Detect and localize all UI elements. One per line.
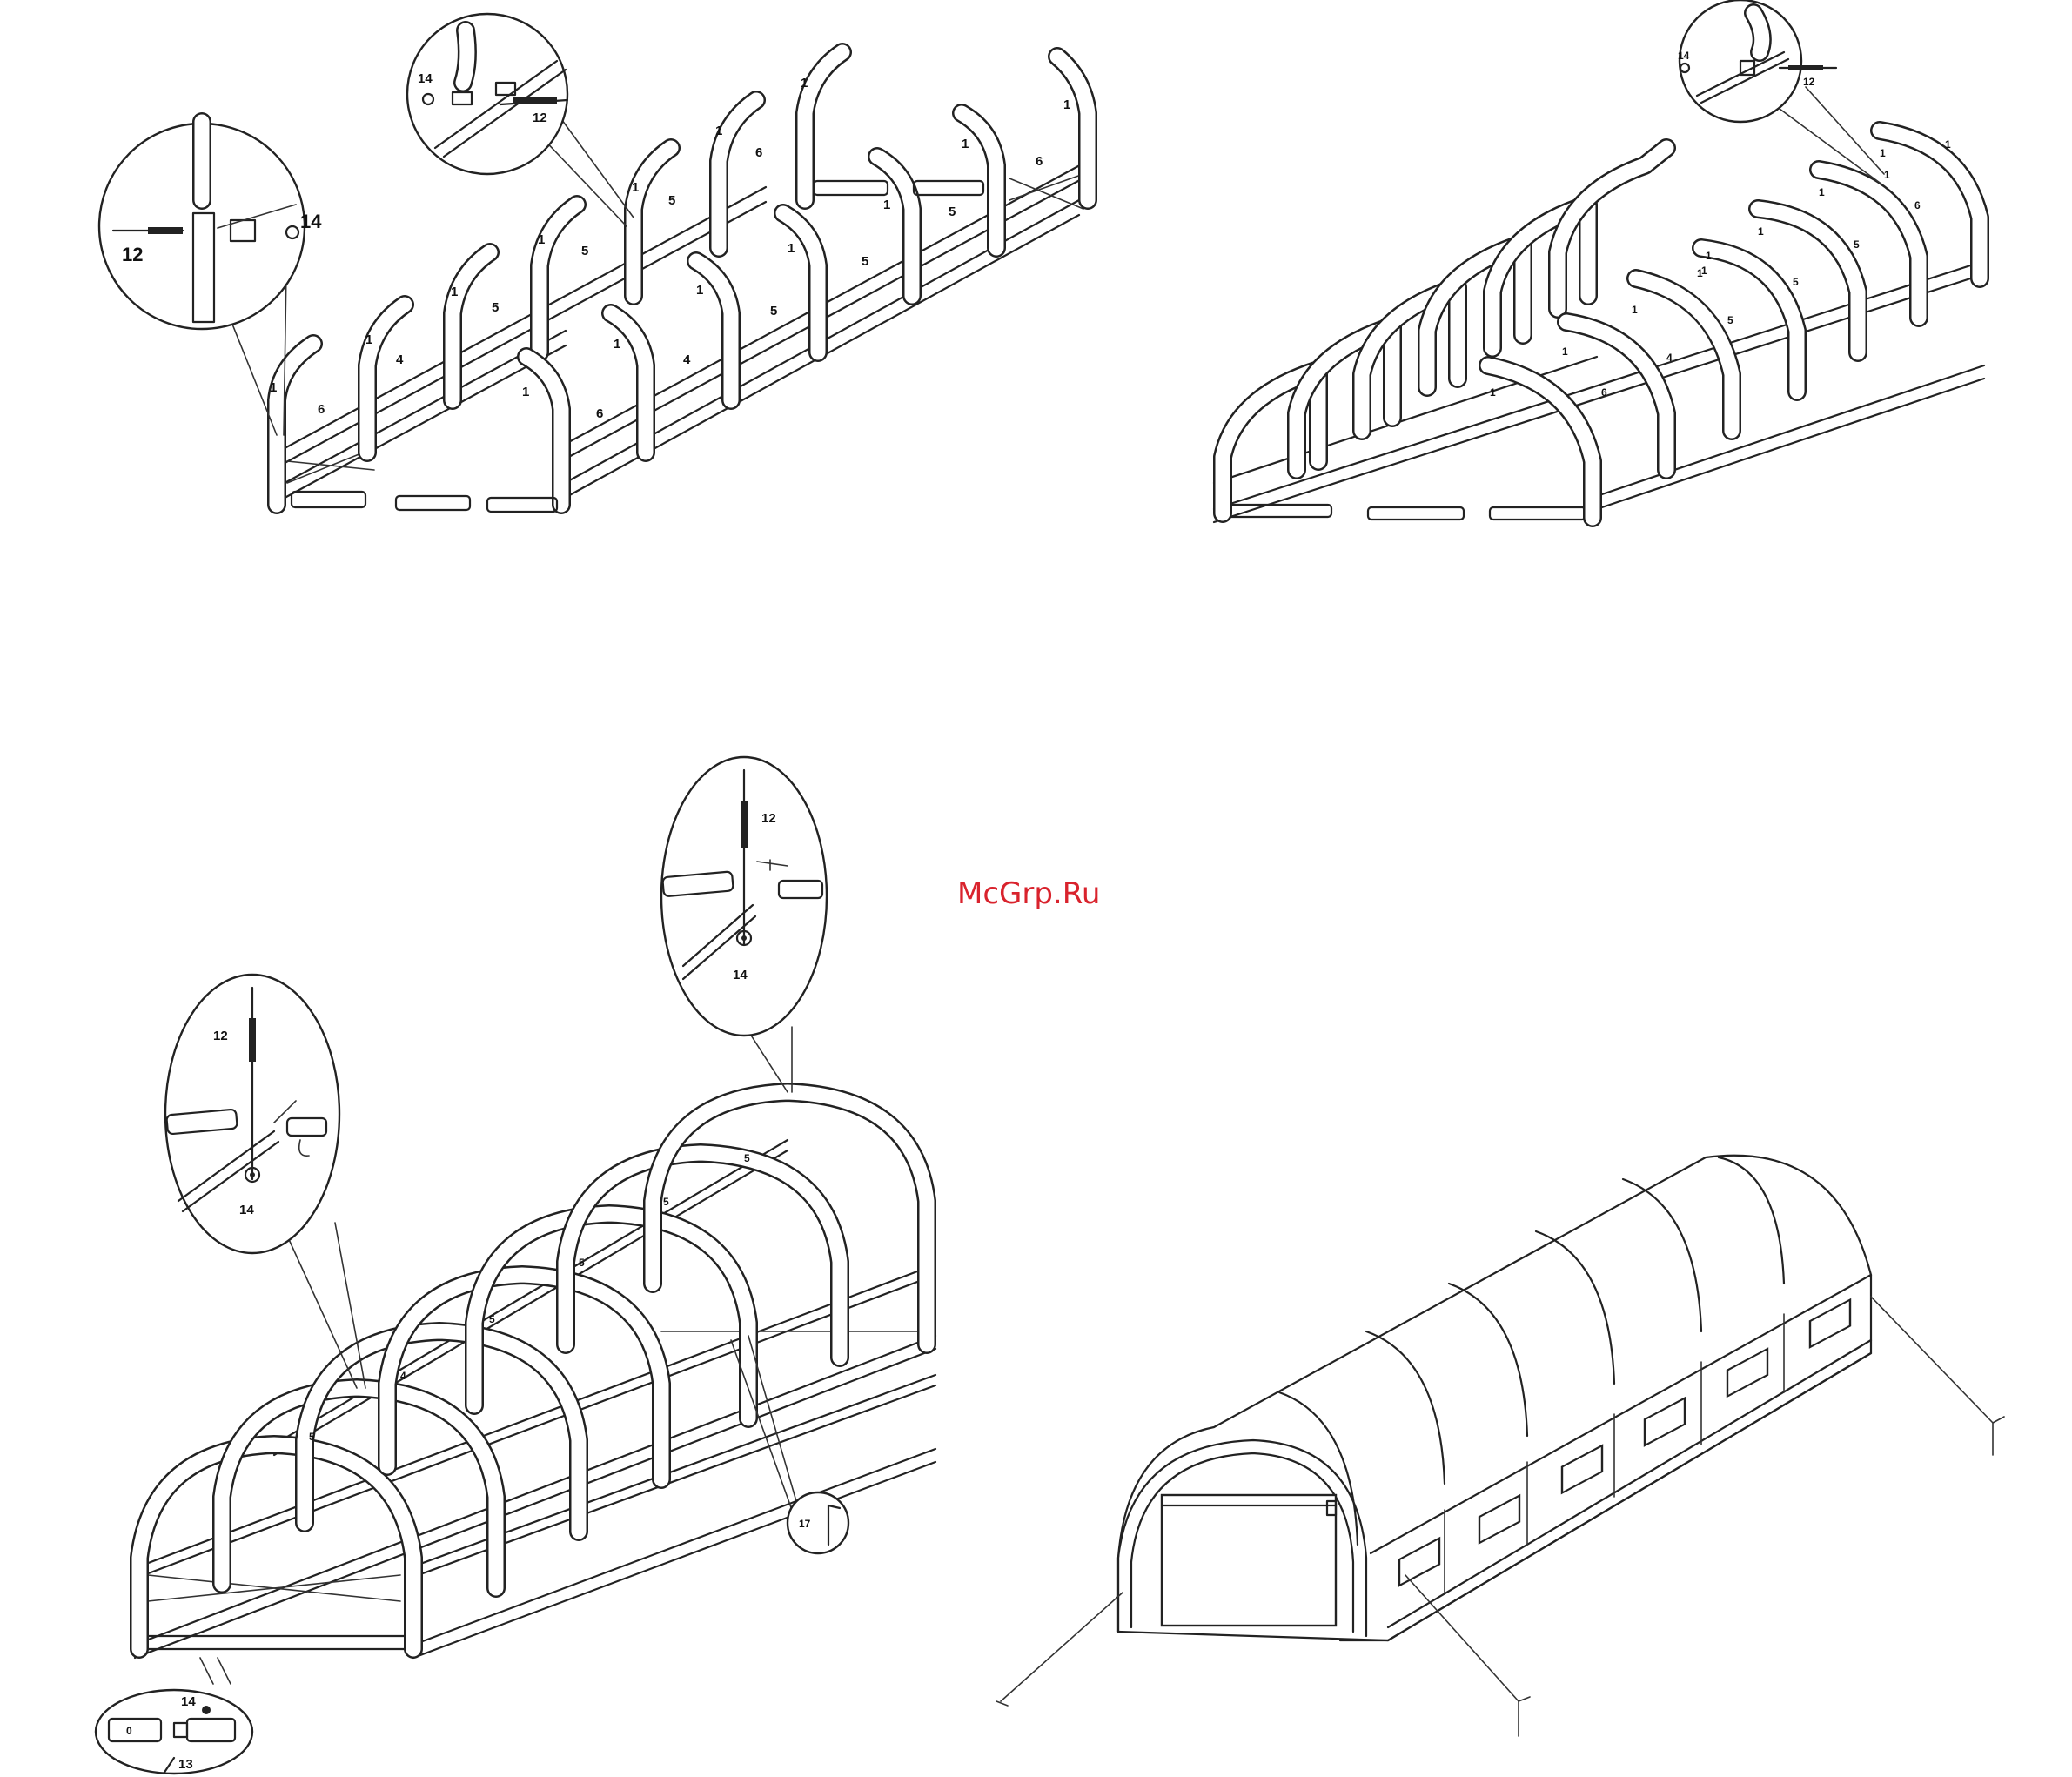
- part-label: 1: [883, 198, 890, 212]
- part-label: 1: [1632, 304, 1638, 316]
- part-label: 6: [318, 402, 325, 417]
- watermark-text: McGrp.Ru: [957, 876, 1100, 911]
- part-label: 1: [1819, 186, 1825, 198]
- callout-nut-label: 14: [733, 968, 748, 982]
- arch-label: 5: [663, 1196, 669, 1208]
- part-label: 1: [270, 380, 277, 395]
- step2-arch-frame: 1 6 1 4 1 5 1 5 1 5 1 6 1 1 1 1 1: [1214, 0, 1984, 522]
- callout-nut-label: 14: [181, 1694, 196, 1709]
- part-label: 4: [1666, 352, 1673, 364]
- part-label: 1: [715, 124, 722, 138]
- step3-callout-top: 12 14: [661, 757, 827, 1092]
- part-label: 5: [770, 304, 777, 319]
- part-label: 1: [1701, 265, 1707, 277]
- arch-label: 5: [489, 1313, 495, 1325]
- part-label: 5: [1727, 314, 1733, 326]
- part-label: 6: [755, 145, 762, 160]
- part-label: 6: [1914, 199, 1921, 211]
- part-label: 1: [1562, 345, 1568, 358]
- callout-nut-label: 14: [1678, 50, 1690, 62]
- arch-label: 4: [400, 1370, 406, 1382]
- arch-label: 5: [309, 1431, 315, 1443]
- part-label: 1: [696, 283, 703, 298]
- part-label: 1: [614, 337, 620, 352]
- part-label: 1: [1758, 225, 1764, 238]
- part-label: 5: [581, 244, 588, 258]
- part-label: 5: [668, 193, 675, 208]
- part-label: 1: [1706, 250, 1712, 262]
- part-label: 1: [788, 241, 795, 256]
- callout-bolt-label: 12: [1803, 76, 1815, 88]
- part-label: 1: [1945, 138, 1951, 151]
- step1-part-labels: 1 6 1 4 1 5 1 5 1 5 1 6 1 6 1 4 1 5 1 5 …: [270, 76, 1070, 421]
- callout-nut-label: 14: [300, 211, 322, 232]
- step3-callout-bottom: 0 14 13: [96, 1658, 252, 1774]
- callout-pin-label: 13: [178, 1757, 193, 1772]
- step4-covered-greenhouse: [996, 1156, 2004, 1736]
- part-label: 6: [1036, 154, 1043, 169]
- part-label: 1: [1490, 386, 1496, 399]
- step1-near-rail: [277, 187, 766, 502]
- step1-side-frames: 1 6 1 4 1 5 1 5 1 5 1 6 1 6 1 4 1 5 1 5 …: [99, 14, 1088, 512]
- step4-windows: [1399, 1300, 1850, 1586]
- part-label: 6: [1601, 386, 1607, 399]
- part-label: 5: [1793, 276, 1799, 288]
- part-label: 1: [632, 180, 639, 195]
- part-label: 5: [1854, 238, 1860, 251]
- step3-arch-labels: 5 4 5 5 5 5: [309, 1152, 750, 1443]
- part-label: 5: [862, 254, 868, 269]
- arch-label: 5: [579, 1257, 585, 1269]
- part-label: 1: [1063, 97, 1070, 112]
- part-label: 4: [396, 352, 404, 367]
- step3-callout-left: 12 14: [165, 975, 365, 1388]
- callout-tube-label: 0: [126, 1725, 132, 1737]
- callout-nut-label: 14: [239, 1203, 254, 1217]
- part-label: 1: [522, 385, 529, 399]
- part-label: 1: [1884, 169, 1890, 181]
- step2-callout: 14 12: [1678, 0, 1884, 183]
- part-label: 1: [962, 137, 969, 151]
- callout-nut-label: 14: [418, 71, 433, 86]
- part-label: 5: [949, 205, 956, 219]
- step1-callout-b: 14 12: [407, 14, 634, 226]
- part-label: 1: [801, 76, 808, 91]
- step3-complete-frame: 5 4 5 5 5 5 17 1: [96, 757, 935, 1774]
- callout-bolt-label: 12: [761, 811, 776, 826]
- part-label: 1: [365, 332, 372, 347]
- callout-bolt-label: 12: [533, 111, 547, 125]
- arch-label: 5: [744, 1152, 750, 1164]
- part-label: 1: [451, 285, 458, 299]
- step2-arches: [1223, 131, 1980, 518]
- part-label: 4: [683, 352, 691, 367]
- part-label: 6: [596, 406, 603, 421]
- part-label: 5: [492, 300, 499, 315]
- part-label: 1: [538, 232, 545, 247]
- callout-bolt-label: 12: [213, 1029, 228, 1043]
- callout-bolt-label: 12: [122, 244, 143, 265]
- stake-label: 17: [799, 1518, 811, 1530]
- part-label: 1: [1880, 147, 1886, 159]
